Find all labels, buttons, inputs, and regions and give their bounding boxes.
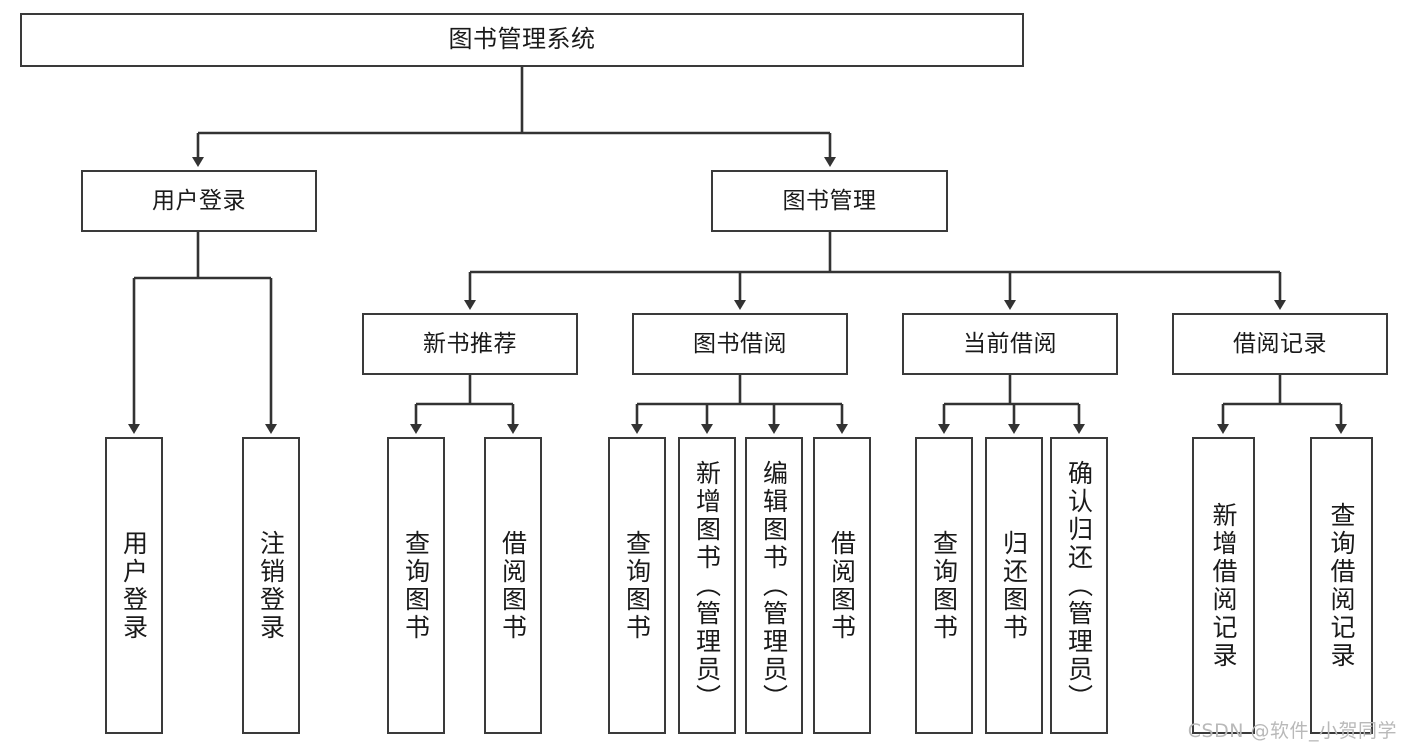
leaf-query-book-current[interactable]: 查询图书 <box>915 437 973 734</box>
leaf-borrow-book-new-rec[interactable]: 借阅图书 <box>484 437 542 734</box>
node-label: 用户登录 <box>119 529 149 642</box>
node-label: 图书借阅 <box>693 330 787 357</box>
node-label: 借阅图书 <box>827 529 857 642</box>
node-current-borrowing[interactable]: 当前借阅 <box>902 313 1118 375</box>
node-label: 新书推荐 <box>423 330 517 357</box>
leaf-add-book-admin[interactable]: 新增图书（管理员） <box>678 437 736 734</box>
node-label: 查询图书 <box>401 529 431 642</box>
node-label: 新增借阅记录 <box>1209 501 1238 670</box>
node-label: 借阅图书 <box>498 529 528 642</box>
node-root-book-management-system[interactable]: 图书管理系统 <box>20 13 1024 67</box>
node-book-borrowing[interactable]: 图书借阅 <box>632 313 848 375</box>
node-label: 图书管理 <box>782 187 877 214</box>
node-label: 图书管理系统 <box>448 25 596 54</box>
leaf-query-book-new-rec[interactable]: 查询图书 <box>387 437 445 734</box>
leaf-query-book-borrowing[interactable]: 查询图书 <box>608 437 666 734</box>
node-borrowing-record[interactable]: 借阅记录 <box>1172 313 1388 375</box>
leaf-return-book[interactable]: 归还图书 <box>985 437 1043 734</box>
node-user-login[interactable]: 用户登录 <box>81 170 317 232</box>
leaf-user-login[interactable]: 用户登录 <box>105 437 163 734</box>
node-new-book-recommendation[interactable]: 新书推荐 <box>362 313 578 375</box>
node-label: 编辑图书（管理员） <box>759 459 789 712</box>
node-book-management[interactable]: 图书管理 <box>711 170 948 232</box>
node-label: 归还图书 <box>999 529 1029 642</box>
node-label: 查询图书 <box>929 529 959 642</box>
node-label: 用户登录 <box>152 187 246 214</box>
node-label: 注销登录 <box>256 529 286 642</box>
leaf-logout-login[interactable]: 注销登录 <box>242 437 300 734</box>
leaf-borrow-book-borrowing[interactable]: 借阅图书 <box>813 437 871 734</box>
leaf-add-borrowing-record[interactable]: 新增借阅记录 <box>1192 437 1255 734</box>
leaf-edit-book-admin[interactable]: 编辑图书（管理员） <box>745 437 803 734</box>
leaf-confirm-return-admin[interactable]: 确认归还（管理员） <box>1050 437 1108 734</box>
node-label: 借阅记录 <box>1233 330 1327 357</box>
node-label: 当前借阅 <box>963 330 1057 357</box>
node-label: 确认归还（管理员） <box>1064 459 1094 712</box>
node-label: 新增图书（管理员） <box>692 459 722 712</box>
csdn-watermark: CSDN @软件_小贺同学 <box>1187 720 1397 742</box>
node-label: 查询借阅记录 <box>1327 501 1356 670</box>
leaf-query-borrowing-record[interactable]: 查询借阅记录 <box>1310 437 1373 734</box>
node-label: 查询图书 <box>622 529 652 642</box>
